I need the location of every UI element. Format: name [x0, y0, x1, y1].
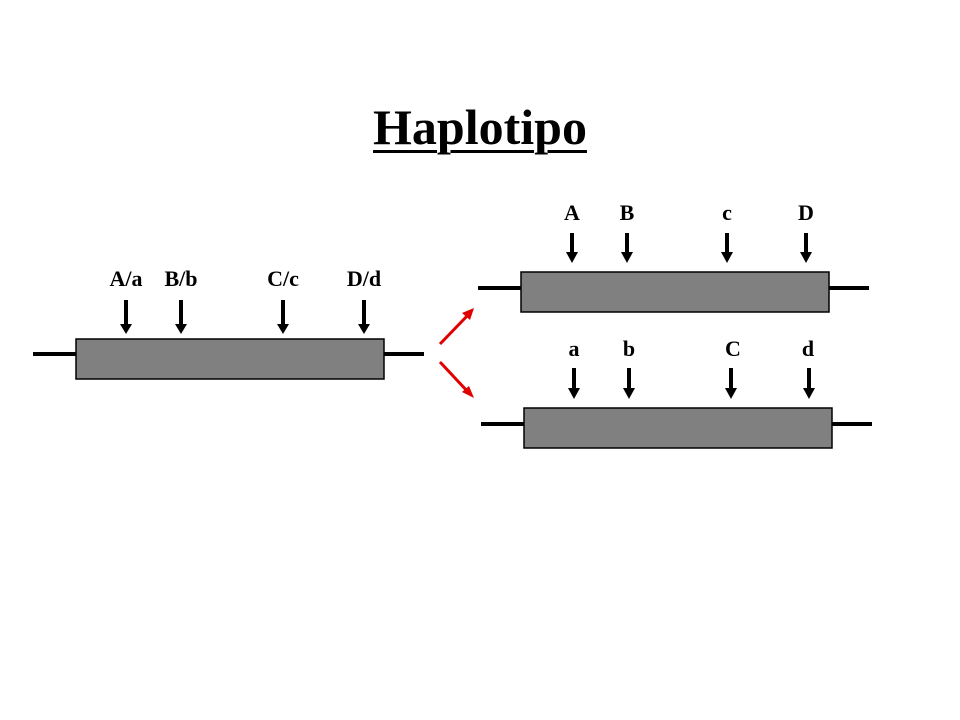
marker-d: D/d [347, 266, 381, 334]
genotype-chromosome [33, 338, 424, 380]
haplotype-allele-label: a [569, 336, 580, 361]
arrowhead-icon [803, 388, 815, 399]
genotype-allele-label: D/d [347, 266, 381, 291]
haplotype-allele-label: b [623, 336, 635, 361]
arrowhead-icon [721, 252, 733, 263]
marker-b: B/b [164, 266, 198, 334]
arrowhead-icon [277, 324, 289, 334]
marker-a: A [564, 200, 580, 263]
marker-d: d [802, 336, 815, 399]
haplotype-allele-label: d [802, 336, 814, 361]
arrowhead-icon [566, 252, 578, 263]
marker-b: B [620, 200, 635, 263]
genotype-markers: A/a B/b C/c D/d [110, 266, 381, 334]
genotype-bar [75, 338, 385, 380]
marker-b: b [623, 336, 635, 399]
haplotype-allele-label: A [564, 200, 580, 225]
haplotype-2-markers: a b C d [568, 336, 815, 399]
split-arrow-up-icon [438, 308, 474, 346]
haplotype-allele-label: D [798, 200, 814, 225]
marker-d: D [798, 200, 814, 263]
haplotype-allele-label: c [722, 200, 732, 225]
split-arrows [438, 308, 474, 398]
haplotype-1-chromosome [478, 271, 869, 313]
haplotype-allele-label: B [620, 200, 635, 225]
arrowhead-icon [175, 324, 187, 334]
genotype-allele-label: A/a [110, 266, 143, 291]
arrowhead-icon [800, 252, 812, 263]
split-arrow-down-icon [438, 360, 474, 398]
haplotype-2-bar [523, 407, 833, 449]
arrowhead-icon [725, 388, 737, 399]
marker-c: C [725, 336, 741, 399]
marker-c: c [721, 200, 733, 263]
marker-c: C/c [267, 266, 299, 334]
genotype-allele-label: B/b [164, 266, 197, 291]
marker-a: A/a [110, 266, 143, 334]
arrowhead-icon [120, 324, 132, 334]
arrowhead-icon [621, 252, 633, 263]
haplotype-2-chromosome [481, 407, 872, 449]
haplotype-allele-label: C [725, 336, 741, 361]
arrowhead-icon [358, 324, 370, 334]
marker-a: a [568, 336, 580, 399]
haplotype-1-markers: A B c D [564, 200, 814, 263]
slide-title: Haplotipo [373, 99, 587, 155]
haplotype-1-bar [520, 271, 830, 313]
arrowhead-icon [623, 388, 635, 399]
genotype-allele-label: C/c [267, 266, 299, 291]
arrowhead-icon [568, 388, 580, 399]
